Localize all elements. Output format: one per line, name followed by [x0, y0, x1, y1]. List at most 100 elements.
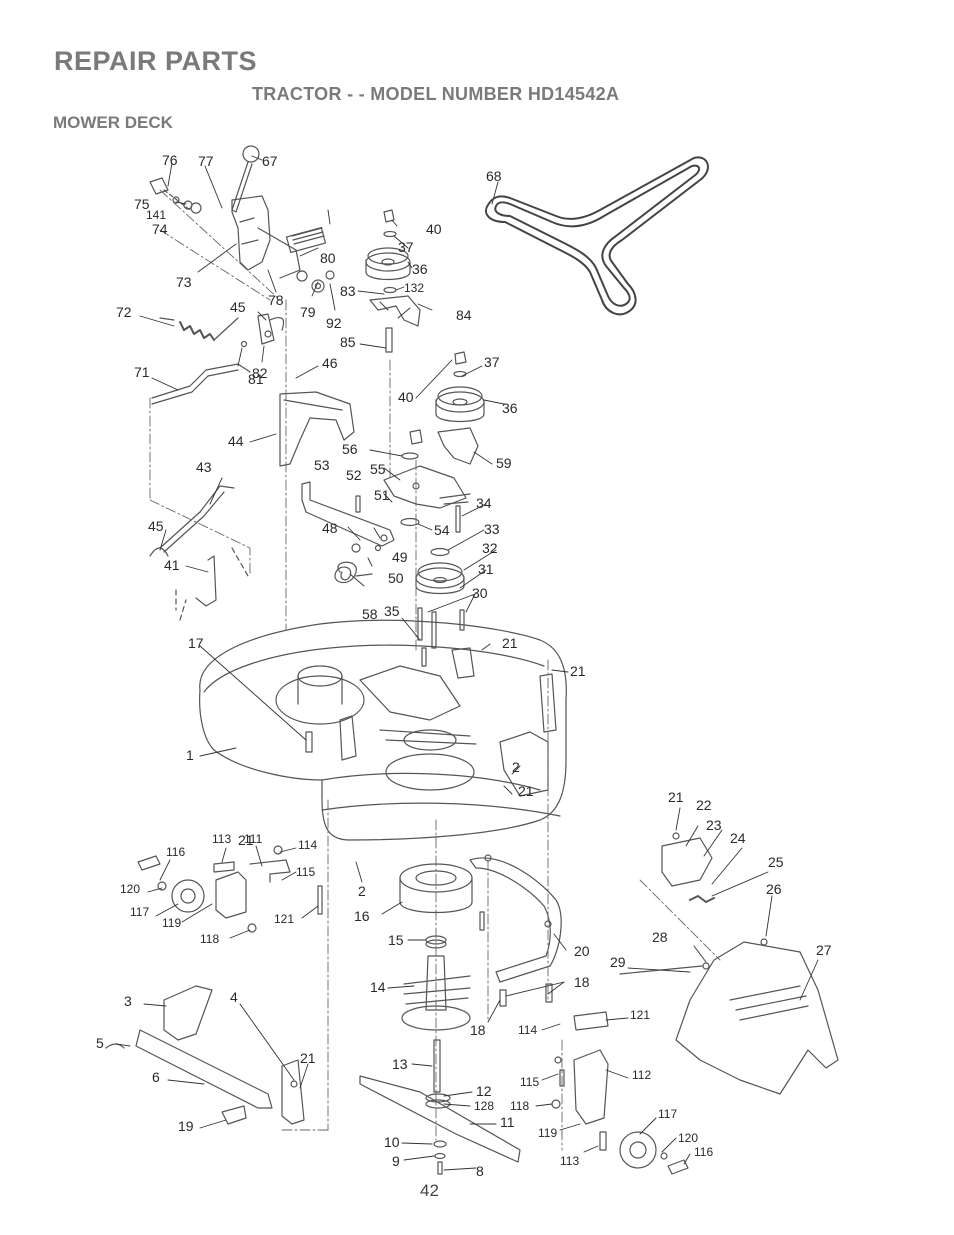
part-callout-23: 23	[706, 817, 722, 833]
part-callout-6: 6	[152, 1069, 160, 1085]
part-callout-73: 73	[176, 274, 192, 290]
part-callout-36: 36	[412, 261, 428, 277]
part-callout-21: 21	[502, 635, 518, 651]
part-callout-30: 30	[472, 585, 488, 601]
part-callout-12: 12	[476, 1083, 492, 1099]
part-callout-27: 27	[816, 942, 832, 958]
part-callout-74: 74	[152, 221, 168, 237]
part-callout-68: 68	[486, 168, 502, 184]
part-callout-13: 13	[392, 1056, 408, 1072]
part-callout-55: 55	[370, 461, 386, 477]
part-callout-52: 52	[346, 467, 362, 483]
part-callout-115: 115	[520, 1075, 539, 1089]
center-pulley-stack	[383, 351, 485, 667]
part-callout-121: 121	[274, 912, 294, 926]
lift-lever-assembly	[149, 145, 335, 293]
part-callout-25: 25	[768, 854, 784, 870]
part-callout-115: 115	[296, 865, 315, 879]
part-callout-19: 19	[178, 1118, 194, 1134]
part-callout-78: 78	[268, 292, 284, 308]
part-callout-14: 14	[370, 979, 386, 995]
part-callout-92: 92	[326, 315, 342, 331]
part-callout-5: 5	[96, 1035, 104, 1051]
part-callout-32: 32	[482, 540, 498, 556]
assembly-centerlines	[149, 189, 721, 1151]
part-callout-71: 71	[134, 364, 150, 380]
part-callout-37: 37	[484, 354, 500, 370]
part-callout-118: 118	[200, 932, 219, 946]
part-callout-75: 75	[134, 196, 150, 212]
left-gauge-wheel	[137, 845, 323, 933]
idler-arm-parts	[301, 481, 395, 584]
part-callout-117: 117	[130, 905, 149, 919]
part-callout-11: 11	[500, 1114, 515, 1130]
lift-link-parts	[151, 313, 285, 405]
part-callout-116: 116	[166, 845, 185, 859]
part-callout-1: 1	[186, 747, 194, 763]
part-callout-84: 84	[456, 307, 472, 323]
deck-rods	[149, 485, 249, 621]
part-callout-2: 2	[358, 883, 366, 899]
part-callout-59: 59	[496, 455, 512, 471]
part-callout-120: 120	[678, 1131, 698, 1145]
part-callout-117: 117	[658, 1107, 677, 1121]
part-callout-80: 80	[320, 250, 336, 266]
deck-bracket	[279, 391, 355, 467]
lift-arm-parts	[105, 985, 305, 1125]
part-callout-17: 17	[188, 635, 204, 651]
part-callout-81: 81	[248, 371, 264, 387]
part-callout-118: 118	[510, 1099, 529, 1113]
leader-lines	[115, 155, 819, 1171]
part-callout-35: 35	[384, 603, 400, 619]
part-callout-43: 43	[196, 459, 212, 475]
part-callout-77: 77	[198, 153, 214, 169]
part-callout-21: 21	[668, 789, 684, 805]
part-callout-50: 50	[388, 570, 404, 586]
part-callout-41: 41	[164, 557, 180, 573]
part-callout-26: 26	[766, 881, 782, 897]
part-callout-37: 37	[398, 239, 414, 255]
part-callout-36: 36	[502, 400, 518, 416]
part-callout-2: 2	[512, 759, 520, 775]
part-callout-121: 121	[630, 1008, 650, 1022]
part-callout-31: 31	[478, 561, 494, 577]
part-callout-79: 79	[300, 304, 316, 320]
part-callout-54: 54	[434, 522, 450, 538]
part-callout-21: 21	[570, 663, 586, 679]
part-callout-119: 119	[538, 1126, 557, 1140]
part-callout-3: 3	[124, 993, 132, 1009]
part-callout-112: 112	[632, 1068, 651, 1082]
part-callout-20: 20	[574, 943, 590, 959]
part-callout-9: 9	[392, 1153, 400, 1169]
idler-pulley-stack	[365, 209, 421, 353]
part-callout-22: 22	[696, 797, 712, 813]
part-callout-53: 53	[314, 457, 330, 473]
stabilizer-bracket	[469, 854, 562, 1007]
drive-belt	[485, 156, 709, 316]
part-callout-114: 114	[518, 1023, 537, 1037]
part-callout-132: 132	[404, 281, 424, 295]
part-callout-21: 21	[238, 832, 254, 848]
mower-deck	[199, 619, 567, 841]
part-callout-40: 40	[426, 221, 442, 237]
part-callout-141: 141	[146, 208, 166, 222]
part-callout-34: 34	[476, 495, 492, 511]
part-callout-18: 18	[574, 974, 590, 990]
part-callout-44: 44	[228, 433, 244, 449]
part-callout-18: 18	[470, 1022, 486, 1038]
part-callout-48: 48	[322, 520, 338, 536]
part-callout-67: 67	[262, 153, 278, 169]
part-callout-29: 29	[610, 954, 626, 970]
part-callout-16: 16	[354, 908, 370, 924]
part-callout-85: 85	[340, 334, 356, 350]
part-callout-10: 10	[384, 1134, 400, 1150]
spindle-assembly	[359, 863, 521, 1175]
part-callout-45: 45	[230, 299, 246, 315]
model-subtitle: TRACTOR - - MODEL NUMBER HD14542A	[252, 84, 620, 104]
page-number: 42	[420, 1181, 439, 1200]
part-callout-76: 76	[162, 152, 178, 168]
part-callout-8: 8	[476, 1163, 484, 1179]
part-callout-113: 113	[560, 1154, 579, 1168]
part-callout-113: 113	[212, 832, 231, 846]
part-callout-33: 33	[484, 521, 500, 537]
